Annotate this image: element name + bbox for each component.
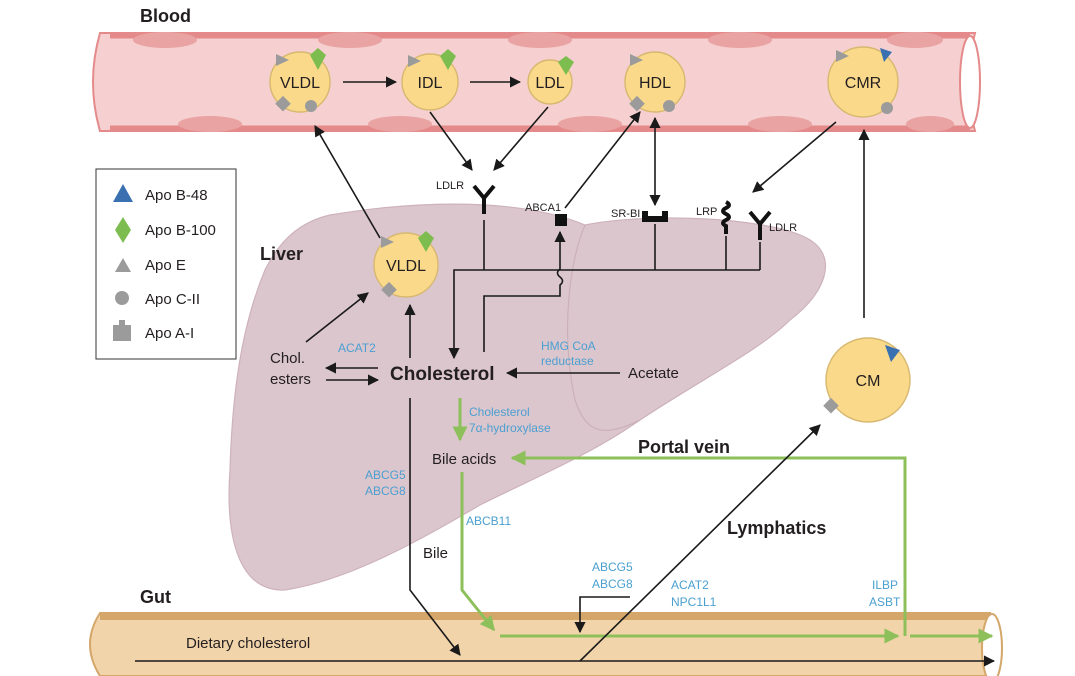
lrp-receptor: LRP — [696, 200, 731, 234]
legend-label: Apo A-I — [145, 325, 194, 342]
asbt-text: ASBT — [869, 595, 901, 609]
legend-label: Apo C-II — [145, 291, 200, 308]
apo-c2-icon — [305, 100, 317, 112]
apo-b100-icon — [310, 48, 326, 70]
cyp7a1-text-2: 7α-hydroxylase — [469, 421, 551, 435]
acat2-liver-text: ACAT2 — [338, 341, 376, 355]
cmr-text: CMR — [845, 75, 881, 92]
idl-text: IDL — [418, 75, 443, 92]
sr-bi-receptor: SR-BI — [611, 208, 668, 222]
legend-square-icon — [113, 320, 131, 341]
blood-label: Blood — [140, 6, 191, 26]
portal-vein-label: Portal vein — [638, 437, 730, 457]
vldl-liver-text: VLDL — [386, 258, 426, 275]
legend-label: Apo B-48 — [145, 187, 208, 204]
dietary-cholesterol-text: Dietary cholesterol — [186, 635, 310, 652]
vldl-blood-text: VLDL — [280, 75, 320, 92]
hmg-text-2: reductase — [541, 354, 594, 368]
ldlr-top-receptor: LDLR — [436, 180, 496, 214]
chol-esters-text-1: Chol. — [270, 350, 305, 367]
cyp7a1-text-1: Cholesterol — [469, 405, 530, 419]
legend-triangle-icon — [115, 258, 131, 272]
liver-label: Liver — [260, 244, 303, 264]
hdl-particle: HDL — [624, 51, 686, 113]
hdl-text: HDL — [639, 75, 671, 92]
sr-bi-text: SR-BI — [611, 208, 640, 220]
lymphatics-label: Lymphatics — [727, 518, 826, 538]
bile-acids-text: Bile acids — [432, 451, 496, 468]
ldl-particle: LDL — [527, 56, 574, 105]
ldl-text: LDL — [535, 75, 564, 92]
legend-circle-icon — [115, 291, 129, 305]
abcg8-gut-text: ABCG8 — [592, 577, 633, 591]
lrp-text: LRP — [696, 206, 717, 218]
apo-e-icon — [276, 54, 289, 66]
bile-text: Bile — [423, 545, 448, 562]
ilbp-text: ILBP — [872, 578, 898, 592]
cholesterol-text: Cholesterol — [390, 364, 495, 385]
abcg5-gut-text: ABCG5 — [592, 560, 633, 574]
cmr-particle: CMR — [827, 46, 899, 118]
abca1-text: ABCA1 — [525, 202, 561, 214]
acat2-gut-text: ACAT2 — [671, 578, 709, 592]
ldlr-right-text: LDLR — [769, 222, 797, 234]
abca1-transporter: ABCA1 — [525, 202, 567, 226]
ldlr-right-receptor: LDLR — [748, 210, 797, 240]
chol-esters-text-2: esters — [270, 371, 311, 388]
vldl-liver-particle: VLDL — [373, 231, 439, 298]
ldlr-top-text: LDLR — [436, 180, 464, 192]
legend-label: Apo B-100 — [145, 222, 216, 239]
hmg-text-1: HMG CoA — [541, 339, 596, 353]
acetate-text: Acetate — [628, 365, 679, 382]
idl-particle: IDL — [401, 49, 459, 111]
abcb11-text: ABCB11 — [466, 514, 511, 528]
abcg8-liver-text: ABCG8 — [365, 484, 406, 498]
legend-diamond-icon — [115, 217, 131, 243]
apo-b48-icon — [880, 48, 892, 62]
legend: Apo B-48 Apo B-100 Apo E Apo C-II Apo A-… — [95, 168, 237, 360]
abcg5-liver-text: ABCG5 — [365, 468, 406, 482]
gut-label: Gut — [140, 587, 171, 607]
npc1l1-text: NPC1L1 — [671, 595, 717, 609]
legend-label: Apo E — [145, 257, 186, 274]
cm-text: CM — [856, 373, 881, 390]
vldl-blood-particle: VLDL — [269, 48, 331, 113]
legend-triangle-icon — [113, 184, 133, 202]
cm-particle: CM — [823, 337, 911, 423]
